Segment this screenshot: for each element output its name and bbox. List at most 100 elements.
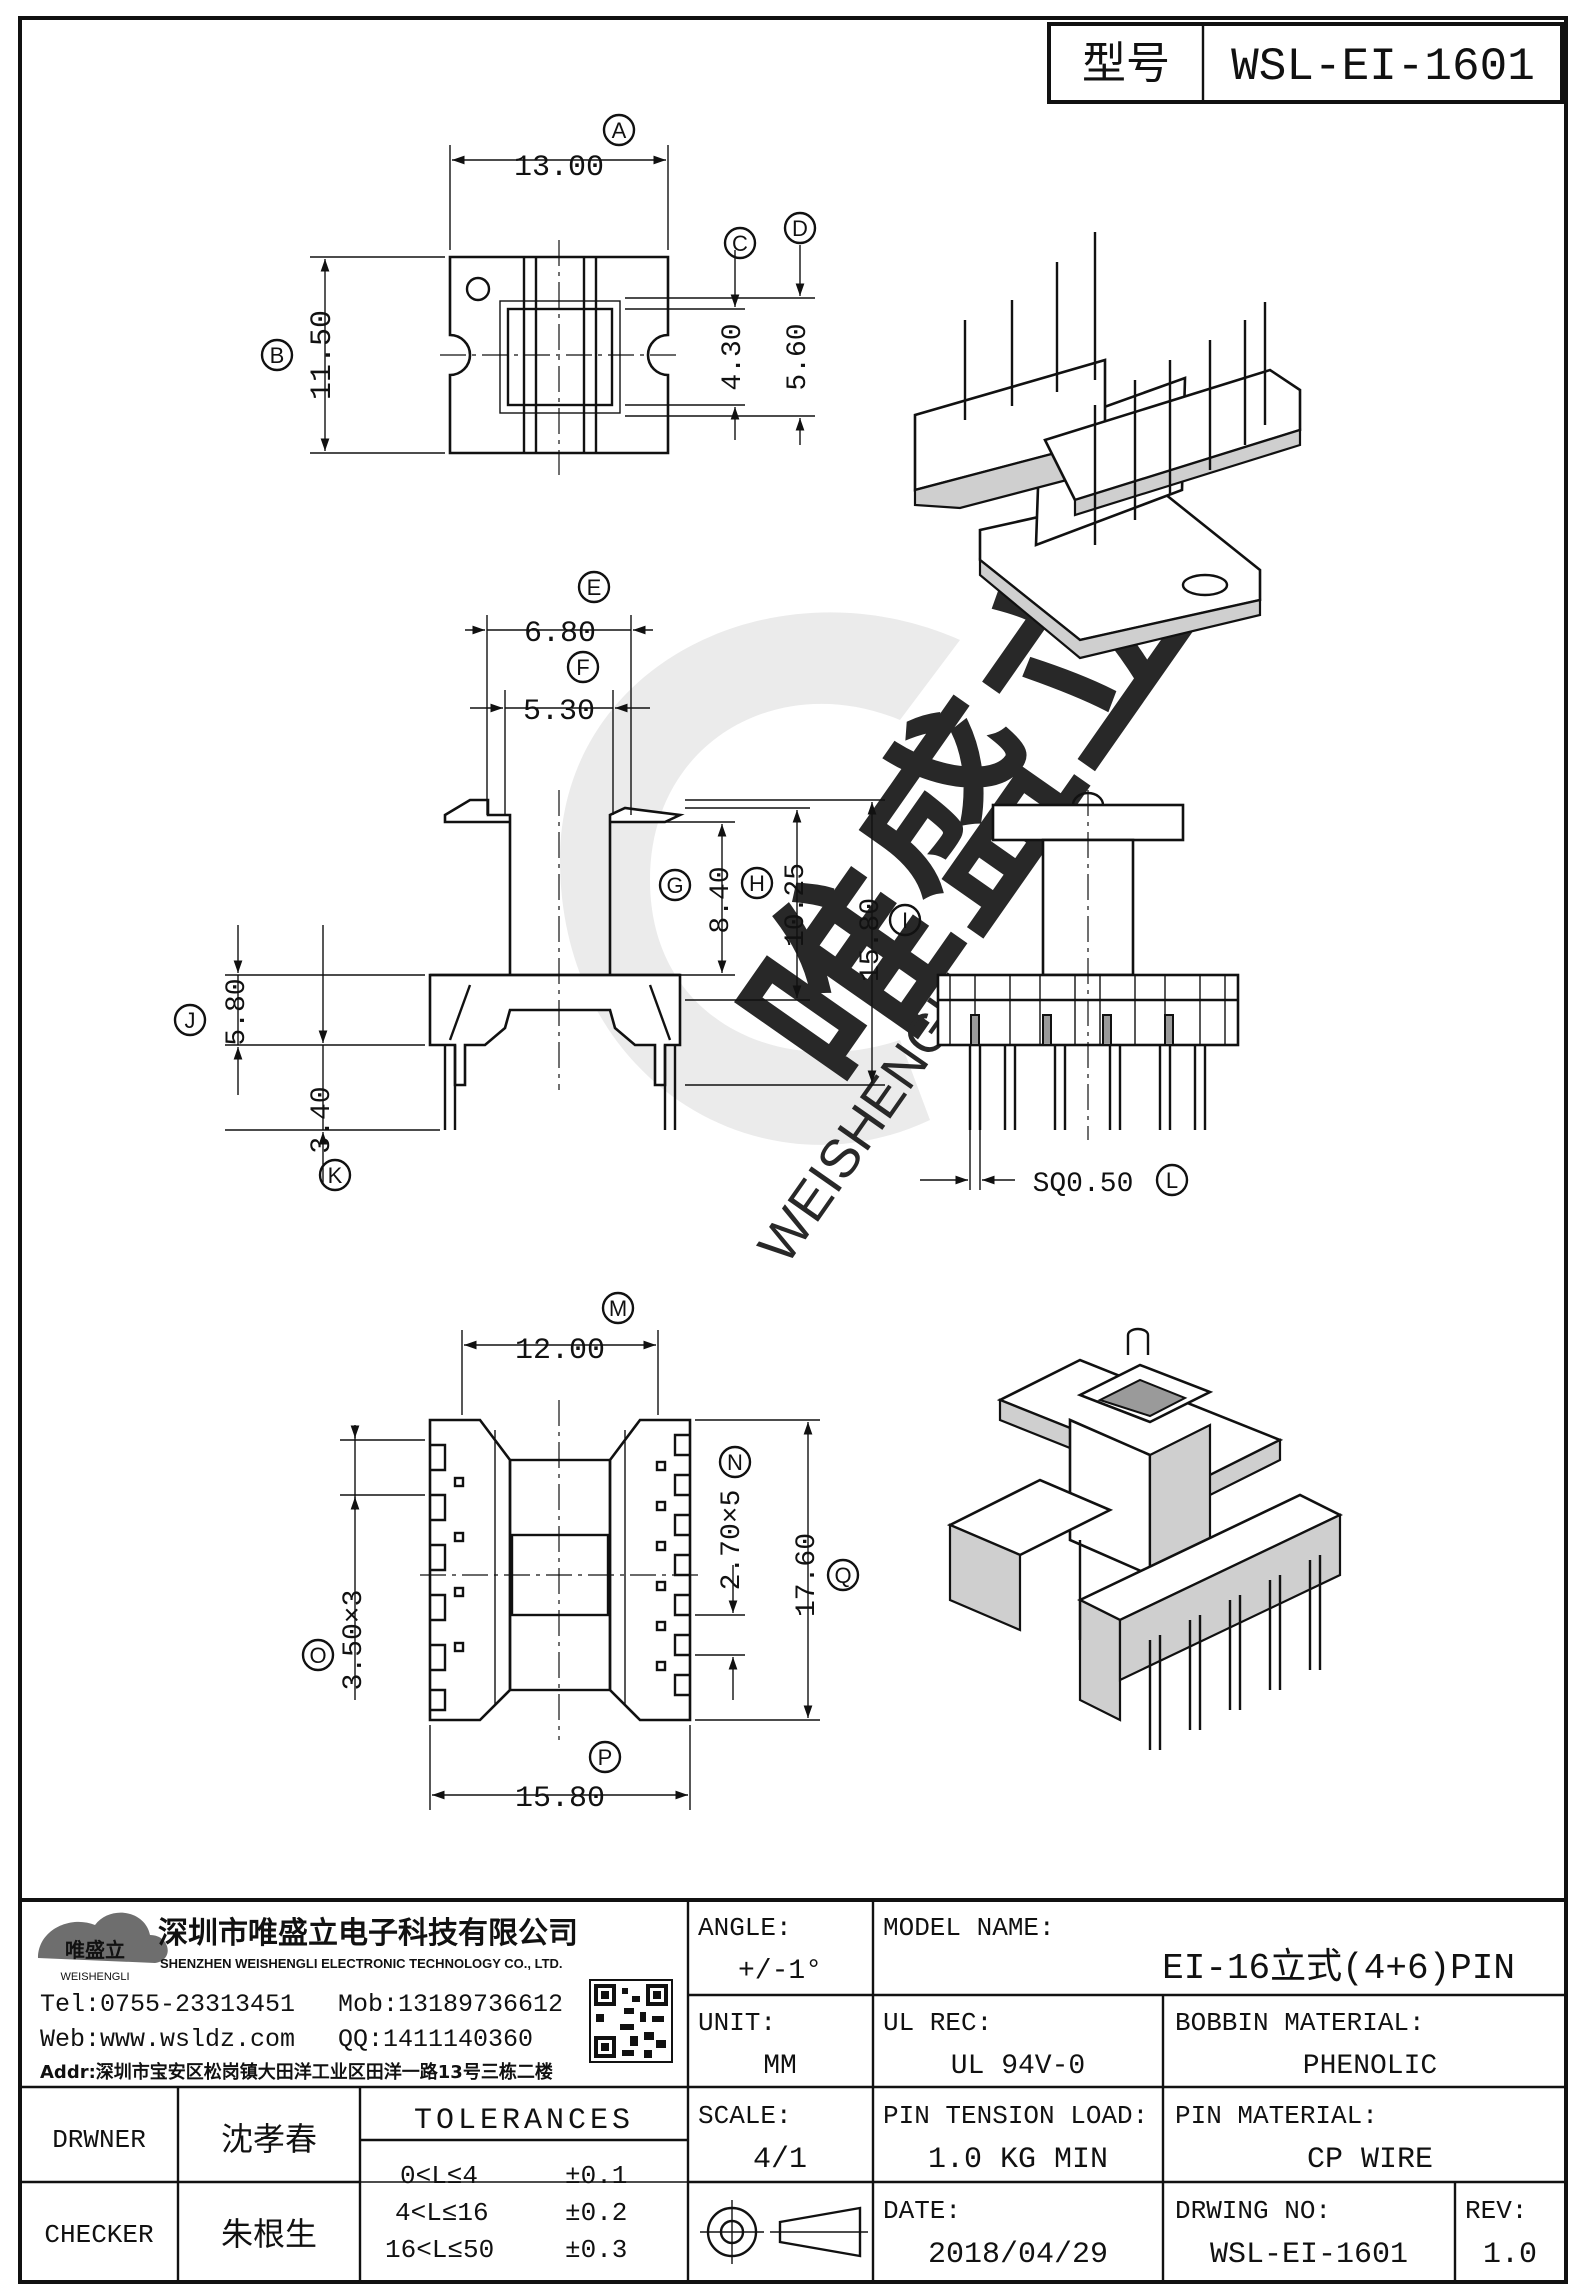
svg-text:5.30: 5.30 <box>523 695 595 729</box>
tolerance-value-1: ±0.1 <box>565 2161 627 2191</box>
dim-A-label: A 13.00 <box>514 113 636 185</box>
ul-rec-value: UL 94V-0 <box>951 2051 1085 2082</box>
dim-O-label: O 3.50×3 <box>301 1590 370 1691</box>
svg-text:3.40: 3.40 <box>307 1086 338 1153</box>
svg-text:6.80: 6.80 <box>524 617 596 651</box>
svg-text:A: A <box>612 118 627 143</box>
svg-text:N: N <box>727 1450 743 1475</box>
model-header: 型号 WSL-EI-1601 <box>1047 22 1564 104</box>
tolerance-range-2: 4<L≤16 <box>395 2198 489 2228</box>
svg-text:L: L <box>1166 1168 1178 1193</box>
dim-M-label: M 12.00 <box>515 1291 635 1368</box>
tolerance-range-3: 16<L≤50 <box>385 2235 494 2265</box>
company-address: Addr:深圳市宝安区松岗镇大田洋工业区田洋一路13号三栋二楼 <box>40 2061 553 2083</box>
svg-text:J: J <box>185 1008 196 1033</box>
pin-tension-value: 1.0 KG MIN <box>928 2143 1108 2177</box>
svg-text:G: G <box>666 873 683 898</box>
svg-text:F: F <box>576 655 589 680</box>
bobbin-material-label: BOBBIN MATERIAL: <box>1175 2008 1425 2038</box>
model-label: 型号 <box>1082 38 1170 89</box>
drawing-no-label: DRWING NO: <box>1175 2196 1331 2226</box>
checker-label: CHECKER <box>44 2220 153 2250</box>
svg-text:D: D <box>792 216 808 241</box>
bottom-view <box>340 1330 820 1810</box>
dim-N-label: N 2.70×5 <box>717 1445 752 1591</box>
tolerance-value-3: ±0.3 <box>565 2235 627 2265</box>
iso-view-bottom <box>946 1327 1343 1750</box>
company-tel: Tel:0755-23313451 <box>40 1990 295 2019</box>
svg-text:O: O <box>309 1643 326 1668</box>
dimension-labels: A 13.00 B 11.50 C 4.30 D 5.60 E 6.80 F 5… <box>173 113 1189 1816</box>
dim-E-label: E 6.80 <box>524 570 611 651</box>
svg-text:15.80: 15.80 <box>856 898 887 982</box>
dim-C-label: C 4.30 <box>718 226 757 391</box>
svg-text:5.80: 5.80 <box>222 978 253 1045</box>
company-logo-text: 唯盛立 <box>65 1938 125 1962</box>
svg-text:B: B <box>270 343 285 368</box>
scale-label: SCALE: <box>698 2101 792 2131</box>
pin-material-label: PIN MATERIAL: <box>1175 2101 1378 2131</box>
dim-B-label: B 11.50 <box>260 310 340 400</box>
side-view <box>920 790 1240 1190</box>
svg-text:8.40: 8.40 <box>706 866 737 933</box>
checker-value: 朱根生 <box>221 2215 317 2253</box>
tolerance-value-2: ±0.2 <box>565 2198 627 2228</box>
svg-text:K: K <box>328 1163 343 1188</box>
company-logo: 唯盛立 WEISHENGLI <box>38 1912 168 1983</box>
tolerance-range-1: 0<L≤4 <box>400 2161 478 2191</box>
model-number: WSL-EI-1601 <box>1231 41 1535 93</box>
dim-P-label: P 15.80 <box>515 1740 622 1816</box>
rev-label: REV: <box>1465 2196 1527 2226</box>
title-block: 唯盛立 WEISHENGLI 深圳市唯盛立电子科技有限公司 SHENZHEN W… <box>20 1898 1566 2282</box>
svg-text:M: M <box>609 1296 627 1321</box>
sheet-border <box>18 16 1568 2284</box>
drawing-no-value: WSL-EI-1601 <box>1210 2238 1408 2272</box>
iso-view-top <box>913 232 1302 660</box>
dim-F-label: F 5.30 <box>523 650 600 729</box>
dim-G-label: G 8.40 <box>658 866 737 934</box>
company-name-en: SHENZHEN WEISHENGLI ELECTRONIC TECHNOLOG… <box>160 1956 563 1971</box>
svg-text:17.60: 17.60 <box>792 1533 823 1617</box>
company-info: 唯盛立 WEISHENGLI 深圳市唯盛立电子科技有限公司 SHENZHEN W… <box>38 1912 673 2083</box>
svg-text:15.80: 15.80 <box>515 1782 605 1816</box>
drawer-label: DRWNER <box>52 2125 146 2155</box>
svg-text:2.70×5: 2.70×5 <box>717 1490 748 1591</box>
drawer-value: 沈孝春 <box>221 2120 317 2158</box>
model-name-value: EI-16立式(4+6)PIN <box>1162 1946 1515 1989</box>
rev-value: 1.0 <box>1483 2238 1537 2272</box>
svg-text:I: I <box>902 908 908 933</box>
pin-material-value: CP WIRE <box>1307 2143 1433 2177</box>
dim-K-label: K 3.40 <box>307 1086 352 1192</box>
dim-I-label: I 15.80 <box>856 898 922 982</box>
svg-text:3.50×3: 3.50×3 <box>339 1590 370 1691</box>
dim-H-label: H 10.25 <box>740 863 812 947</box>
svg-text:SQ0.50: SQ0.50 <box>1033 1169 1134 1200</box>
svg-text:E: E <box>587 575 602 600</box>
ul-rec-label: UL REC: <box>883 2008 992 2038</box>
company-name-cn: 深圳市唯盛立电子科技有限公司 <box>158 1916 578 1951</box>
svg-text:C: C <box>732 231 748 256</box>
dim-Q-label: Q 17.60 <box>792 1533 860 1617</box>
company-logo-sub: WEISHENGLI <box>60 1971 129 1983</box>
dim-J-label: J 5.80 <box>173 978 253 1046</box>
company-mob: Mob:13189736612 <box>338 1990 563 2019</box>
svg-text:H: H <box>749 871 765 896</box>
svg-text:4.30: 4.30 <box>718 323 749 390</box>
projection-symbol-icon <box>700 2200 868 2264</box>
bobbin-material-value: PHENOLIC <box>1303 2051 1437 2082</box>
svg-text:Q: Q <box>834 1563 851 1588</box>
angle-label: ANGLE: <box>698 1913 792 1943</box>
top-view <box>310 145 815 475</box>
company-web: Web:www.wsldz.com <box>40 2025 295 2054</box>
svg-text:5.60: 5.60 <box>783 323 814 390</box>
dim-D-label: D 5.60 <box>783 211 817 391</box>
qr-code <box>589 1979 673 2063</box>
svg-text:12.00: 12.00 <box>515 1334 605 1368</box>
svg-text:11.50: 11.50 <box>306 310 340 400</box>
svg-text:P: P <box>598 1745 613 1770</box>
model-name-label: MODEL NAME: <box>883 1913 1055 1943</box>
unit-value: MM <box>763 2051 797 2082</box>
unit-label: UNIT: <box>698 2008 776 2038</box>
company-qq: QQ:1411140360 <box>338 2025 533 2054</box>
